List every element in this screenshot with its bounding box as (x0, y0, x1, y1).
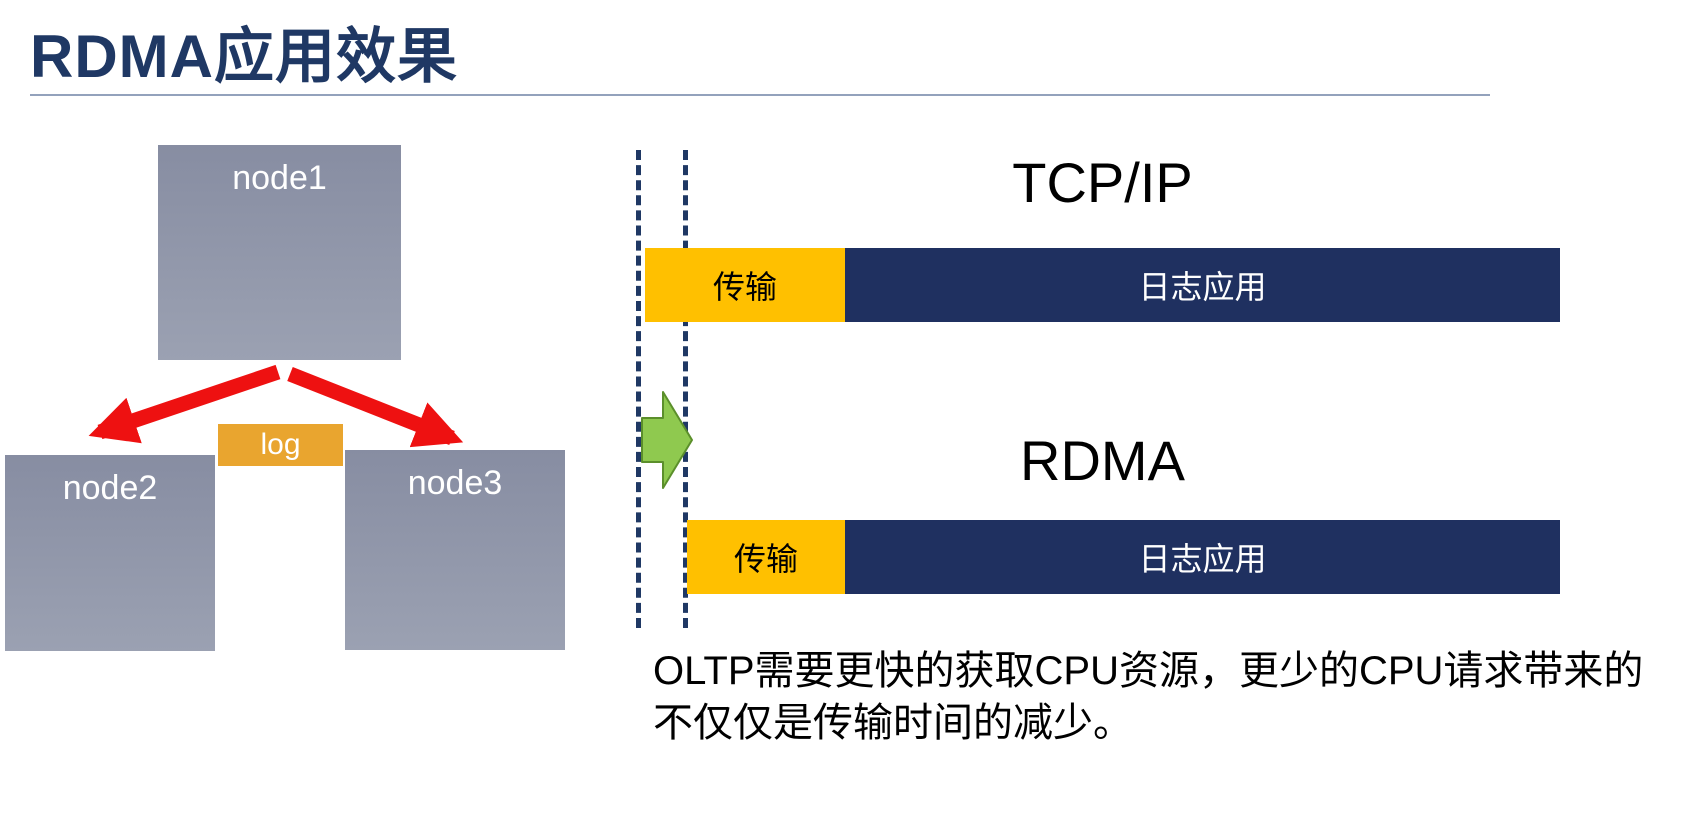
dashed-line-start (636, 150, 641, 628)
tcp-bar: 传输 日志应用 (645, 248, 1560, 322)
improvement-arrow-icon (641, 391, 693, 489)
replication-arrows (88, 364, 464, 448)
rdma-transfer-segment: 传输 (687, 520, 845, 594)
tcp-app-segment: 日志应用 (845, 248, 1560, 322)
tcp-transfer-segment: 传输 (645, 248, 845, 322)
page-title: RDMA应用效果 (30, 23, 458, 90)
dashed-line-rdma-start (683, 150, 688, 628)
node3-label: node3 (407, 464, 503, 502)
log-box: log (218, 424, 343, 466)
rdma-title: RDMA (1020, 429, 1185, 492)
node1-box: node1 (158, 145, 401, 360)
rdma-bar: 传输 日志应用 (687, 520, 1560, 594)
node1-label: node1 (232, 159, 327, 197)
arrow-to-node3 (287, 367, 464, 448)
node2-box: node2 (5, 455, 215, 651)
node3-box: node3 (345, 450, 565, 650)
tcp-title: TCP/IP (1012, 151, 1193, 214)
arrow-to-node2 (88, 364, 281, 444)
oltp-caption: OLTP需要更快的获取CPU资源，更少的CPU请求带来的不仅仅是传输时间的减少。 (653, 649, 1644, 745)
title-divider (30, 94, 1490, 96)
node2-label: node2 (62, 469, 158, 507)
rdma-app-segment: 日志应用 (845, 520, 1560, 594)
log-label: log (260, 428, 301, 461)
